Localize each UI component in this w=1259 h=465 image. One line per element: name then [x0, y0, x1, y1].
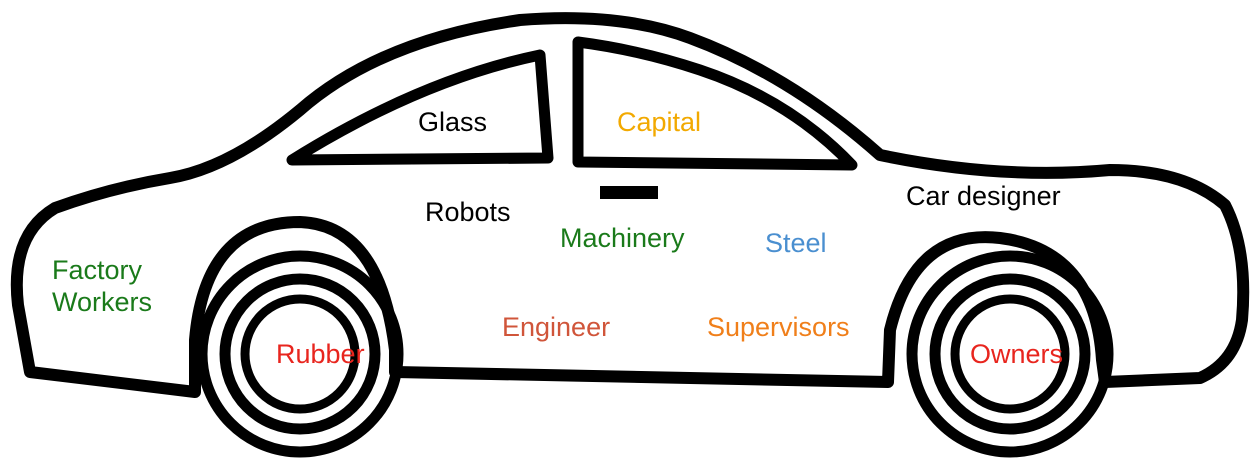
- car-body-outline: [10, 12, 1250, 398]
- right-wheel-middle-ring: [929, 273, 1091, 435]
- label-engineer-text: Engineer: [502, 312, 611, 342]
- label-steel-text: Steel: [765, 228, 827, 258]
- label-robots-text: Robots: [425, 197, 511, 227]
- label-robots: Robots: [425, 196, 511, 228]
- label-machinery-text: Machinery: [560, 223, 685, 253]
- right-wheel: [906, 250, 1114, 458]
- label-supervisors: Supervisors: [707, 311, 850, 343]
- label-capital: Capital: [617, 106, 701, 138]
- left-wheel: [196, 250, 404, 458]
- left-wheel-middle-ring: [219, 273, 381, 435]
- label-factory-workers-line1: Factory: [52, 255, 143, 285]
- label-capital-text: Capital: [617, 107, 702, 137]
- right-wheel-outer-ring: [906, 250, 1114, 458]
- left-wheel-outer-ring: [196, 250, 404, 458]
- door-handle: [600, 186, 658, 199]
- label-supervisors-text: Supervisors: [707, 312, 850, 342]
- label-engineer: Engineer: [502, 311, 610, 343]
- label-owners: Owners: [970, 338, 1063, 370]
- label-rubber: Rubber: [276, 338, 365, 370]
- rear-window-outline: [572, 36, 858, 171]
- label-car-designer-text: Car designer: [906, 181, 1061, 211]
- label-machinery: Machinery: [560, 222, 685, 254]
- label-rubber-text: Rubber: [276, 339, 365, 369]
- label-factory-workers-line2: Workers: [52, 287, 153, 318]
- label-glass: Glass: [418, 106, 487, 138]
- label-factory-workers: Factory Workers: [52, 254, 152, 319]
- front-window-outline: [286, 49, 554, 166]
- right-wheel-hub: [950, 294, 1070, 414]
- label-steel: Steel: [765, 227, 827, 259]
- left-wheel-hub: [240, 294, 360, 414]
- label-owners-text: Owners: [970, 339, 1064, 369]
- label-glass-text: Glass: [418, 107, 488, 137]
- label-car-designer: Car designer: [906, 180, 1061, 212]
